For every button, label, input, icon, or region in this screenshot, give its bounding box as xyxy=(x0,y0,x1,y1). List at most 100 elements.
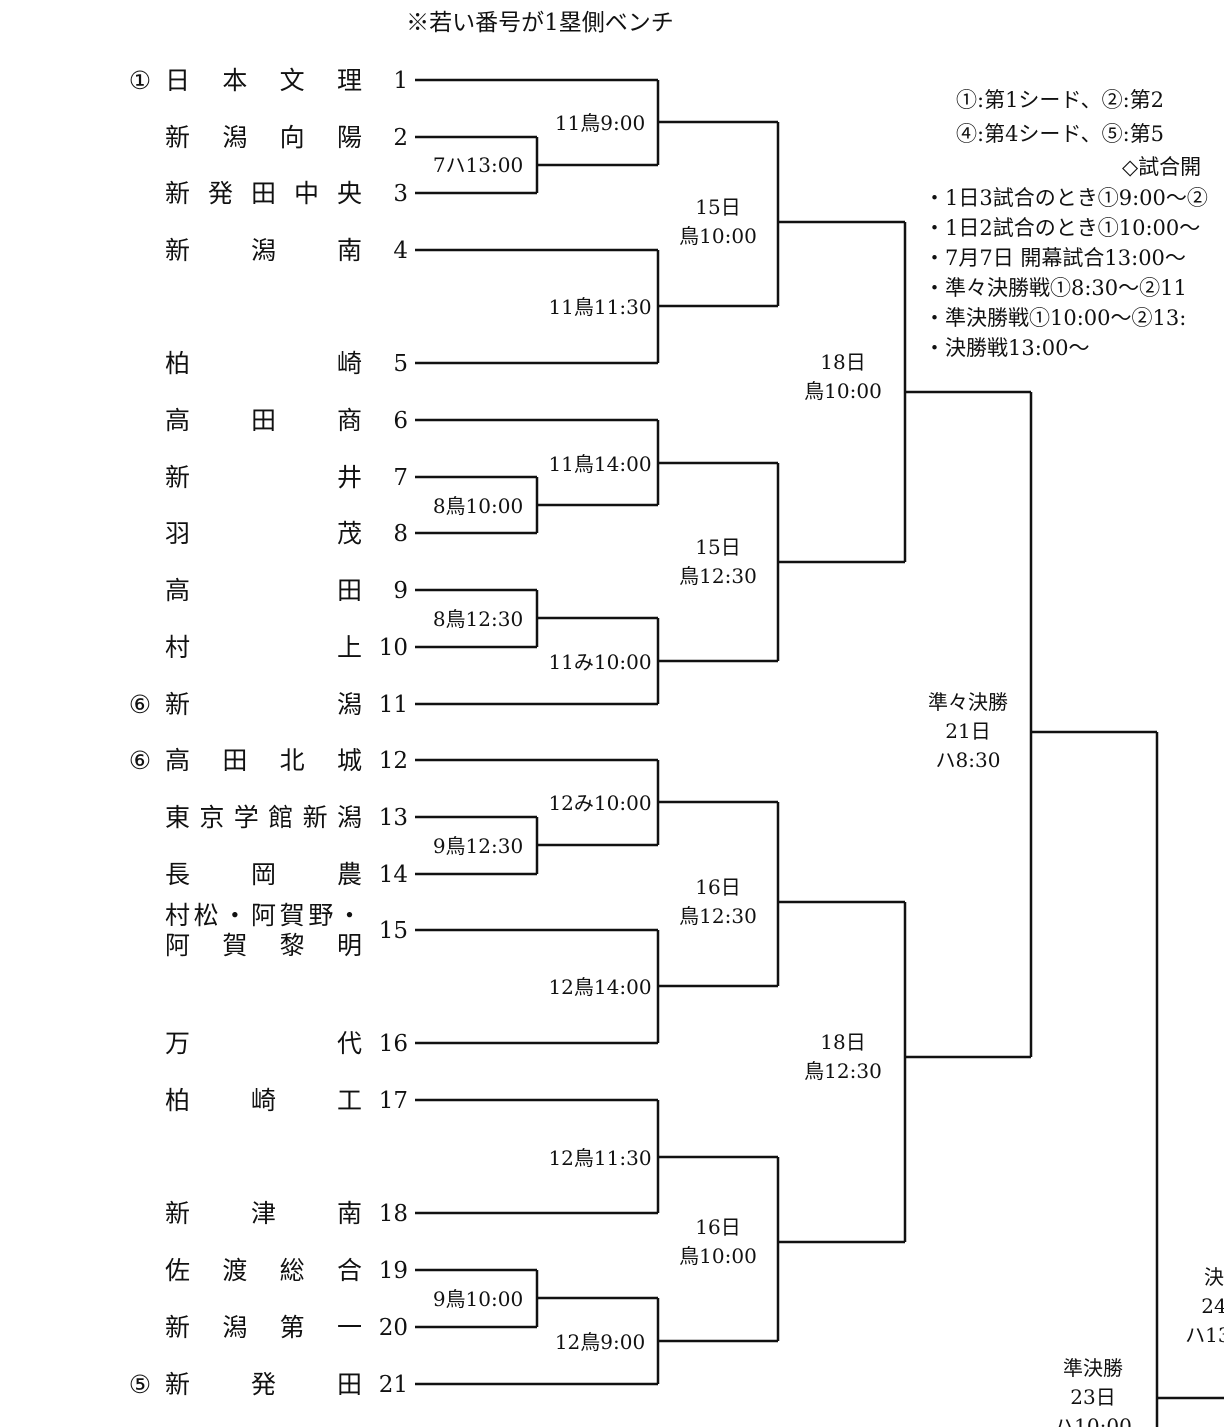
team-name: 長岡農 xyxy=(165,860,362,889)
team-row: 長岡農 14 xyxy=(165,860,408,889)
team-row: 新発田中央 3 xyxy=(165,179,408,208)
team-number: 12 xyxy=(379,748,408,774)
team-row: 新井 7 xyxy=(165,463,408,492)
note-item: ・1日3試合のとき①9:00〜② xyxy=(924,186,1208,210)
team-number: 17 xyxy=(379,1088,408,1114)
team-name: 羽茂 xyxy=(165,519,362,548)
team-number: 15 xyxy=(379,918,408,944)
team-name: 柏崎 xyxy=(165,349,362,378)
match-label: 8鳥12:30 xyxy=(433,607,523,631)
match-label-line: 9鳥10:00 xyxy=(433,1287,523,1311)
match-label-line: 11鳥9:00 xyxy=(555,111,645,135)
match-label-line: 12鳥9:00 xyxy=(555,1330,645,1354)
seed-mark: ⑥ xyxy=(129,690,151,719)
match-label: 7ハ13:00 xyxy=(433,153,523,177)
team-number: 20 xyxy=(379,1315,408,1341)
team-number: 7 xyxy=(393,465,408,491)
team-name: 万代 xyxy=(165,1029,362,1058)
match-label-line: 8鳥10:00 xyxy=(433,494,523,518)
team-number: 1 xyxy=(393,68,408,94)
team-name: 新発田 xyxy=(165,1370,362,1399)
match-label-line: 鳥12:30 xyxy=(679,904,757,928)
team-number: 9 xyxy=(393,578,408,604)
team-number: 4 xyxy=(393,238,408,264)
note-item: ・準決勝戦①10:00〜②13: xyxy=(924,306,1186,330)
team-number: 3 xyxy=(393,181,408,207)
bracket-title: ※若い番号が1塁側ベンチ xyxy=(406,10,674,36)
match-label-line: 23日 xyxy=(1070,1385,1115,1409)
match-label-line: 鳥10:00 xyxy=(679,1244,757,1268)
team-row: 佐渡総合 19 xyxy=(165,1256,408,1285)
team-number: 19 xyxy=(379,1258,408,1284)
team-number: 14 xyxy=(379,862,408,888)
note-item: ・7月7日 開幕試合13:00〜 xyxy=(924,246,1186,270)
team-name: 新潟南 xyxy=(165,236,362,265)
team-name: 日本文理 xyxy=(165,66,362,95)
team-row: 新潟南 4 xyxy=(165,236,408,265)
match-label-line: 11み10:00 xyxy=(548,650,651,674)
team-name: 新発田中央 xyxy=(165,179,362,208)
team-row: 村上 10 xyxy=(165,633,408,662)
match-label: 11鳥9:00 xyxy=(555,111,645,135)
team-name: 高田商 xyxy=(165,406,362,435)
match-label-line: 7ハ13:00 xyxy=(433,153,523,177)
match-label: 決勝24日ハ13:00 xyxy=(1185,1265,1224,1347)
team-number: 5 xyxy=(393,351,408,377)
match-label-line: 鳥12:30 xyxy=(679,564,757,588)
match-label: 12鳥14:00 xyxy=(548,975,651,999)
match-label-line: ハ13:00 xyxy=(1185,1323,1224,1347)
note-item: ・1日2試合のとき①10:00〜 xyxy=(924,216,1200,240)
match-label: 12鳥11:30 xyxy=(548,1146,651,1170)
match-label: 11み10:00 xyxy=(548,650,651,674)
note-item: ・準々決勝戦①8:30〜②11 xyxy=(924,276,1187,300)
match-label: 12み10:00 xyxy=(548,791,651,815)
match-label-line: 鳥10:00 xyxy=(804,379,882,403)
match-label-line: 鳥10:00 xyxy=(679,224,757,248)
team-name: 東京学館新潟 xyxy=(165,803,362,832)
match-label: 8鳥10:00 xyxy=(433,494,523,518)
team-name: 村上 xyxy=(165,633,362,662)
team-number: 8 xyxy=(393,521,408,547)
match-label: 11鳥11:30 xyxy=(548,295,651,319)
note-item: ・決勝戦13:00〜 xyxy=(924,336,1090,360)
match-label-line: 18日 xyxy=(820,1030,865,1054)
seed-note: ④:第4シード、⑤:第5 xyxy=(956,122,1164,146)
match-label-line: ハ10:00 xyxy=(1054,1414,1132,1427)
team-name: 新津南 xyxy=(165,1199,362,1228)
bracket-lines xyxy=(415,78,1224,1427)
match-label-line: 16日 xyxy=(695,1215,740,1239)
team-number: 2 xyxy=(393,125,408,151)
notes-heading: ◇試合開 xyxy=(1122,155,1201,179)
match-label-line: 15日 xyxy=(695,195,740,219)
match-label-line: ハ8:30 xyxy=(936,748,1001,772)
team-name: 新井 xyxy=(165,463,362,492)
team-number: 21 xyxy=(379,1372,408,1398)
match-label-line: 11鳥11:30 xyxy=(548,295,651,319)
team-name: 佐渡総合 xyxy=(165,1256,362,1285)
team-number: 10 xyxy=(379,635,408,661)
team-name: 新潟向陽 xyxy=(165,123,362,152)
seed-mark: ⑤ xyxy=(129,1370,151,1399)
team-row: 柏崎 5 xyxy=(165,349,408,378)
match-label-line: 21日 xyxy=(945,719,990,743)
seed-note: ①:第1シード、②:第2 xyxy=(956,88,1164,112)
match-label-line: 24日 xyxy=(1201,1294,1224,1318)
match-label: 11鳥14:00 xyxy=(548,452,651,476)
